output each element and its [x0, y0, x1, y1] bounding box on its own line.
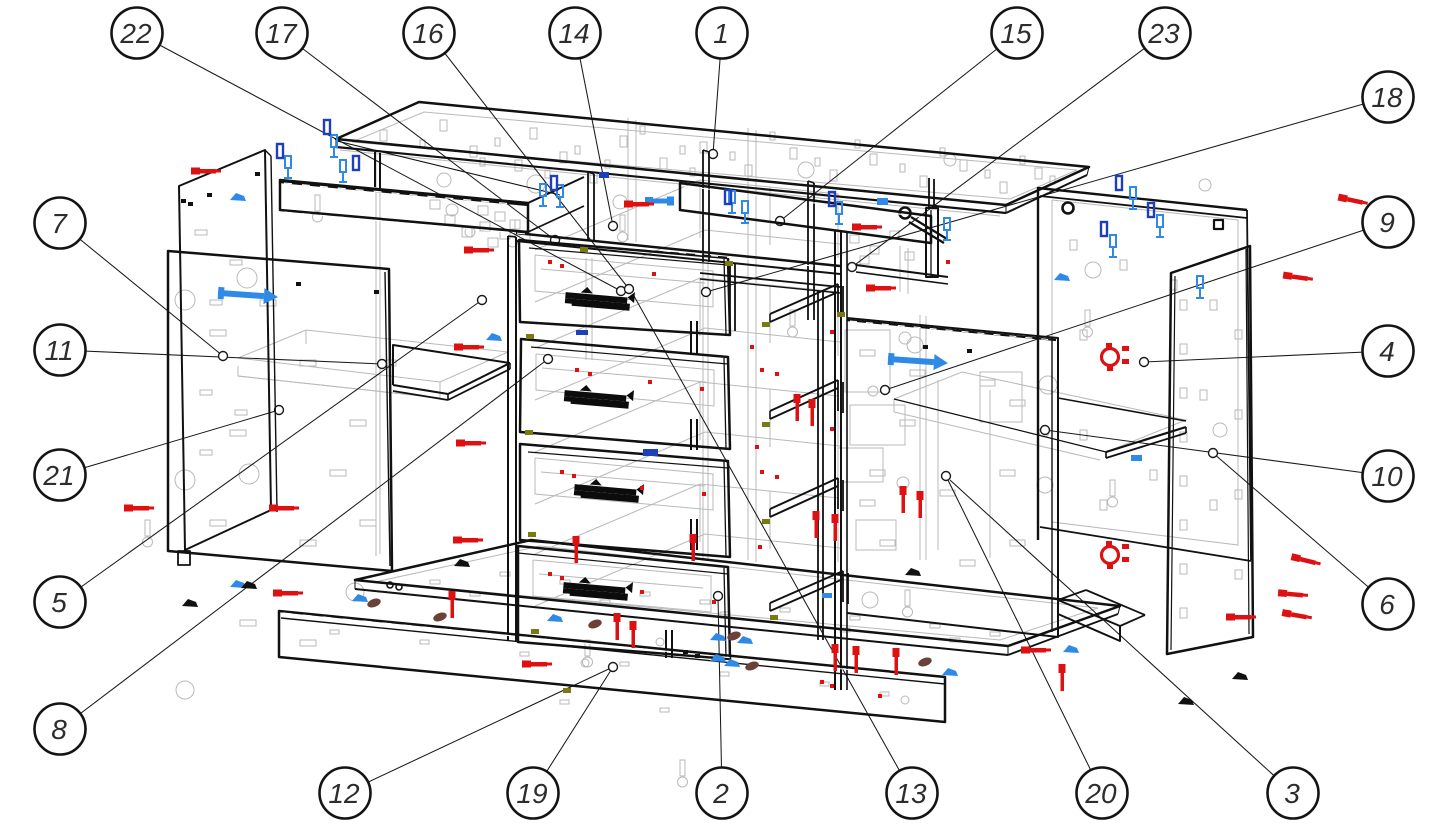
svg-text:17: 17 [265, 18, 298, 49]
svg-text:9: 9 [1379, 207, 1395, 238]
svg-text:8: 8 [51, 714, 67, 745]
svg-text:3: 3 [1284, 778, 1300, 809]
svg-text:14: 14 [558, 18, 589, 49]
svg-text:1: 1 [713, 18, 729, 49]
svg-text:18: 18 [1371, 82, 1403, 113]
svg-text:16: 16 [412, 18, 444, 49]
svg-text:23: 23 [1147, 18, 1180, 49]
svg-text:19: 19 [516, 778, 547, 809]
svg-text:22: 22 [119, 18, 152, 49]
svg-text:15: 15 [1000, 18, 1032, 49]
svg-text:21: 21 [42, 460, 74, 491]
svg-text:2: 2 [712, 778, 729, 809]
svg-text:11: 11 [44, 335, 73, 366]
svg-text:7: 7 [51, 208, 68, 239]
svg-text:5: 5 [51, 587, 67, 618]
svg-text:20: 20 [1084, 778, 1117, 809]
svg-text:13: 13 [895, 778, 927, 809]
svg-text:12: 12 [328, 778, 360, 809]
svg-text:6: 6 [1379, 589, 1395, 620]
svg-text:10: 10 [1371, 461, 1403, 492]
svg-text:4: 4 [1379, 336, 1395, 367]
